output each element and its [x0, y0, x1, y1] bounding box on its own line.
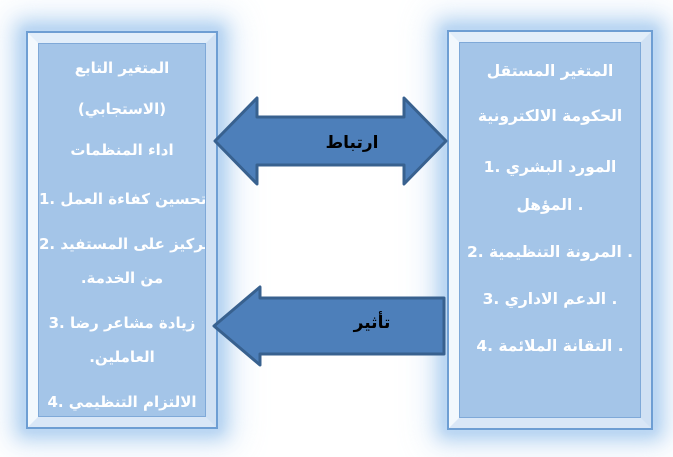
independent-list-item: 3. الدعم الاداري .: [482, 290, 618, 308]
independent-list-item: 2. المرونة التنظيمية .: [466, 243, 634, 261]
dependent-variable-box: المتغير التابع (الاستجابي) اداء المنظمات…: [26, 31, 218, 429]
independent-list-item-continuation: المؤهل .: [516, 196, 584, 214]
correlation-arrow: [213, 96, 448, 186]
dependent-list-item: 2. التركيز على المستفيد: [39, 235, 206, 253]
dependent-list-item-continuation: من الخدمة.: [80, 269, 164, 287]
correlation-arrow-shape: [213, 96, 448, 186]
dependent-list-item: 4. الالتزام التنظيمي: [47, 393, 197, 411]
effect-arrow-label: تأثير: [353, 313, 391, 333]
independent-box-bevel-frame: المتغير المستقل الحكومة الالكترونية 1. ا…: [449, 32, 651, 428]
independent-variable-box: المتغير المستقل الحكومة الالكترونية 1. ا…: [447, 30, 653, 430]
dependent-box-title-line: المتغير التابع: [74, 59, 170, 77]
dependent-box-title-line: (الاستجابي): [77, 100, 167, 118]
dependent-list-item: 1. تحسين كفاءة العمل.: [39, 190, 206, 208]
effect-arrow: [212, 285, 446, 367]
independent-box-title-line: المتغير المستقل: [486, 62, 614, 80]
independent-box-title-line: الحكومة الالكترونية: [477, 107, 623, 125]
independent-list-item: 4. التقانة الملائمة .: [476, 337, 624, 355]
effect-arrow-shape: [212, 285, 446, 367]
correlation-arrow-label: ارتباط: [325, 133, 379, 153]
dependent-list-item: 3. زيادة مشاعر رضا: [48, 314, 196, 332]
independent-box-content: المتغير المستقل الحكومة الالكترونية 1. ا…: [459, 42, 641, 418]
dependent-box-bevel-frame: المتغير التابع (الاستجابي) اداء المنظمات…: [28, 33, 216, 427]
dependent-list-item-continuation: العاملين.: [89, 348, 155, 366]
dependent-box-content: المتغير التابع (الاستجابي) اداء المنظمات…: [38, 43, 206, 417]
independent-list-item: 1. المورد البشري: [483, 158, 617, 176]
dependent-box-title-line: اداء المنظمات: [70, 141, 174, 159]
